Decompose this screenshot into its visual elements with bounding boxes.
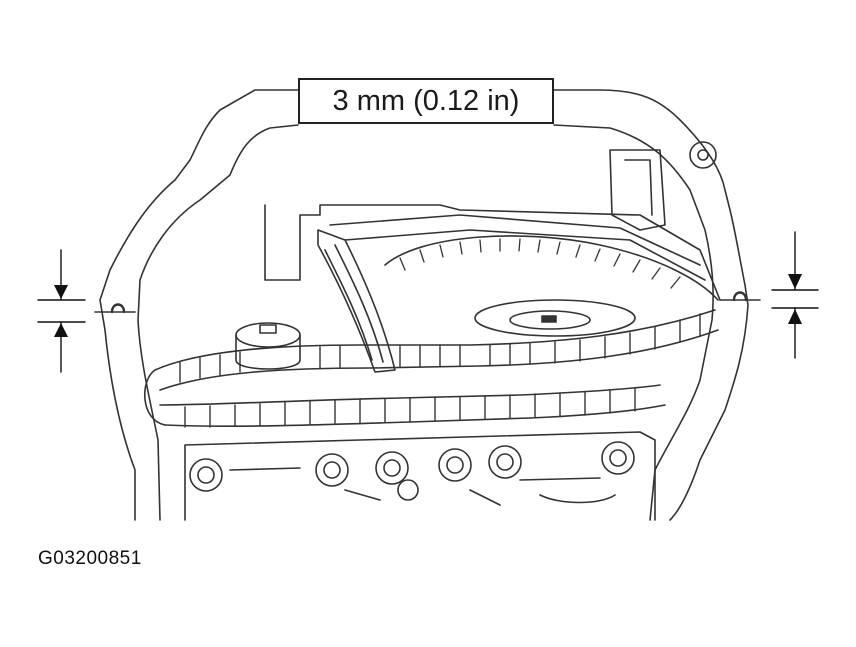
mount-hole-outer: [689, 141, 717, 169]
left-arrow-up: [54, 323, 68, 337]
lower-block-ribs: [229, 467, 616, 506]
chain-lower-run-2: [164, 404, 666, 428]
sprocket-large: [474, 299, 636, 337]
sprocket-hub: [509, 310, 591, 330]
idler-top: [235, 322, 301, 348]
chain-upper-run-2: [159, 329, 719, 391]
sprocket-key: [541, 315, 557, 323]
left-arrow-down: [54, 285, 68, 299]
chain-arc: [384, 235, 719, 301]
left-gap-indicator: [37, 249, 86, 373]
right-gap-indicator: [771, 231, 819, 359]
idler-bore: [259, 324, 277, 334]
chain-arc-teeth: [399, 238, 681, 289]
right-arrow-down: [788, 274, 802, 289]
right-arrow-up: [788, 309, 802, 324]
chain-upper-run: [154, 309, 716, 371]
idler-body: [235, 334, 301, 370]
lower-block: [184, 431, 656, 521]
inner-housing-outline: [137, 124, 714, 521]
tensioner-guide: [317, 229, 396, 373]
gap-dimension-label: 3 mm (0.12 in): [298, 78, 554, 124]
upper-cover-inner: [329, 214, 706, 281]
chain-links-upper: [179, 313, 701, 383]
tensioner-guide-inner: [324, 244, 384, 363]
left-bead: [110, 303, 126, 314]
bolt-bosses: [189, 441, 635, 501]
mount-hole-inner: [697, 149, 709, 161]
chain-left-loop: [144, 369, 166, 426]
chain-lower-run: [159, 384, 661, 406]
chain-links-lower: [184, 387, 636, 428]
right-bead: [732, 291, 748, 302]
cam-housing: [609, 149, 666, 231]
housing-outline: [99, 89, 749, 521]
figure-code: G03200851: [38, 548, 142, 569]
